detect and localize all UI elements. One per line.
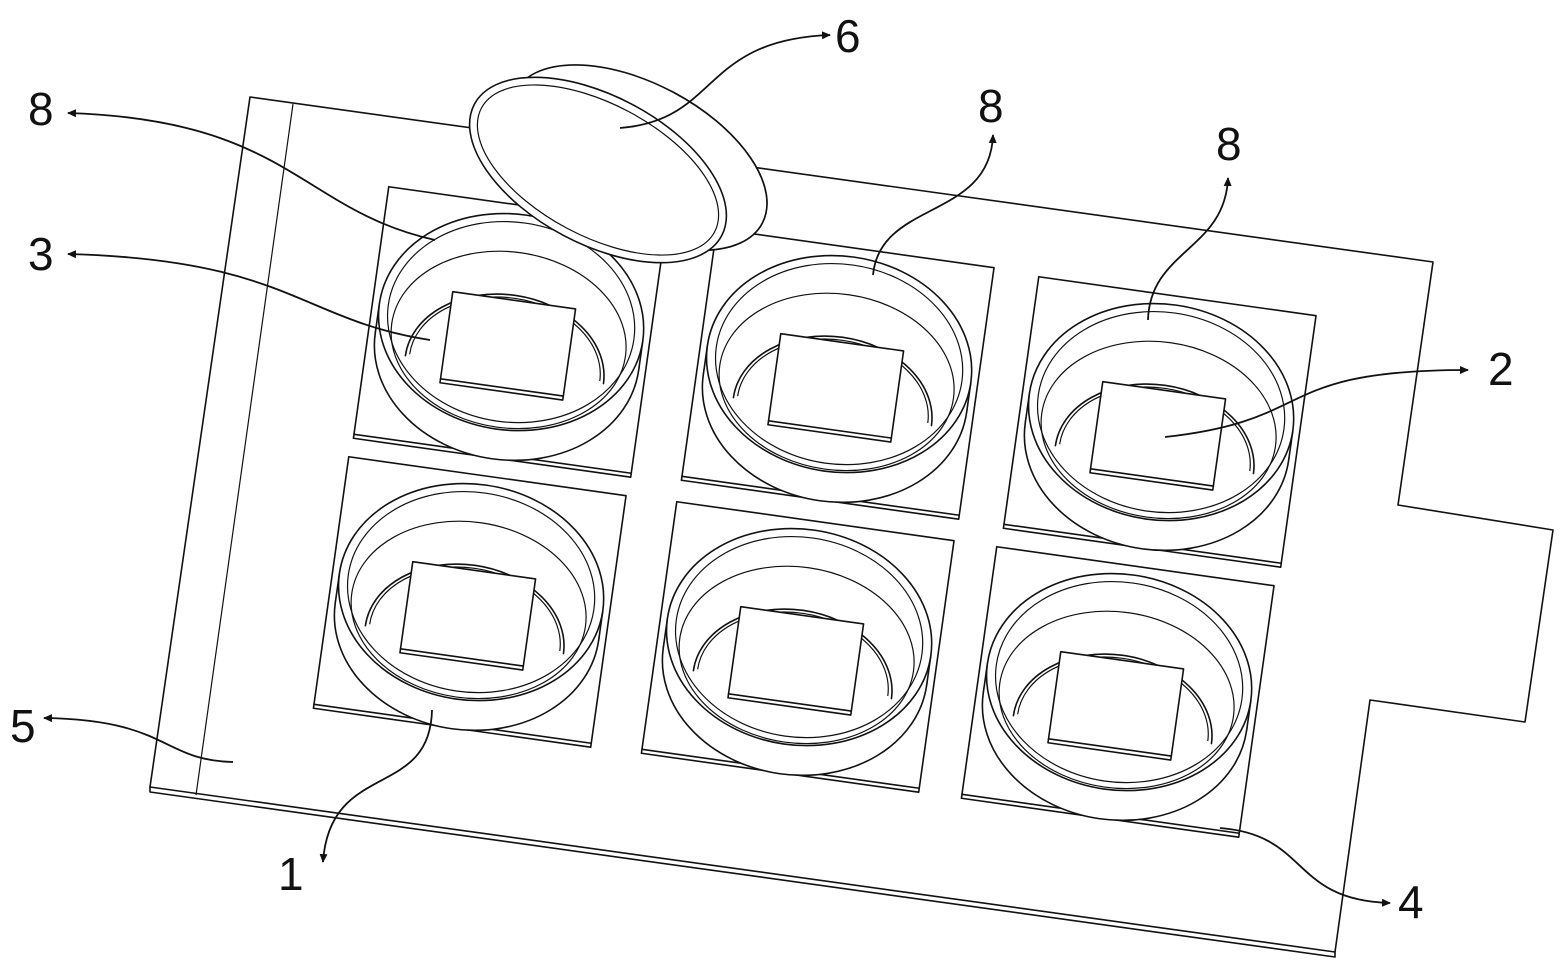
chip (1047, 650, 1185, 757)
inner-well-edge-2 (1017, 656, 1209, 742)
well-grid (312, 185, 1317, 839)
well-2 (680, 227, 995, 521)
inner-well-edge (692, 608, 893, 700)
inner-well-edge (1012, 653, 1213, 745)
leader-lines (43, 31, 1469, 907)
callout-5: 5 (10, 700, 36, 752)
well-5 (640, 500, 955, 794)
well-1 (352, 185, 667, 479)
cup-rim-inner (674, 535, 924, 739)
callout-2: 2 (1488, 343, 1514, 395)
cup-rim-inner (714, 262, 964, 466)
callout-8b: 8 (978, 80, 1004, 132)
well-4 (312, 455, 627, 749)
chip-edge (439, 378, 565, 401)
inner-well-edge-2 (737, 338, 929, 424)
inner-ring (350, 520, 587, 700)
inner-well-edge (364, 563, 565, 655)
chip-edge (1047, 738, 1173, 761)
inner-well-edge-2 (697, 611, 889, 697)
cup-rim-inner (346, 490, 596, 694)
chip (1089, 380, 1227, 487)
callout-labels: 6 8 3 8 8 2 5 1 4 (10, 10, 1514, 928)
inner-well-edge (732, 335, 933, 427)
well-6 (960, 545, 1275, 839)
chip (727, 605, 865, 712)
cup-rim-inner (386, 220, 636, 424)
inner-well-edge (1054, 383, 1255, 475)
lid (468, 64, 768, 264)
chip (439, 290, 577, 397)
callout-3: 3 (28, 228, 54, 280)
chip-edge (727, 693, 853, 716)
inner-ring (678, 565, 915, 745)
well-3 (1002, 275, 1317, 569)
inner-ring (1040, 340, 1277, 520)
inner-ring (390, 250, 627, 430)
callout-1: 1 (278, 848, 304, 900)
callout-8a: 8 (28, 83, 54, 135)
callout-8c: 8 (1216, 118, 1242, 170)
chip (767, 332, 905, 439)
inner-ring (718, 292, 955, 472)
inner-well-edge-2 (1059, 386, 1251, 472)
chip-edge (399, 648, 525, 671)
inner-well-edge-2 (409, 296, 601, 382)
inner-ring (998, 610, 1235, 790)
cup-rim-inner (1036, 310, 1286, 514)
chip-edge (1089, 468, 1215, 491)
chip-edge (767, 420, 893, 443)
cup-rim-inner (994, 580, 1244, 784)
inner-well-edge (404, 293, 605, 385)
callout-6: 6 (835, 10, 861, 62)
inner-well-edge-2 (369, 566, 561, 652)
callout-4: 4 (1398, 876, 1424, 928)
chip (399, 560, 537, 667)
